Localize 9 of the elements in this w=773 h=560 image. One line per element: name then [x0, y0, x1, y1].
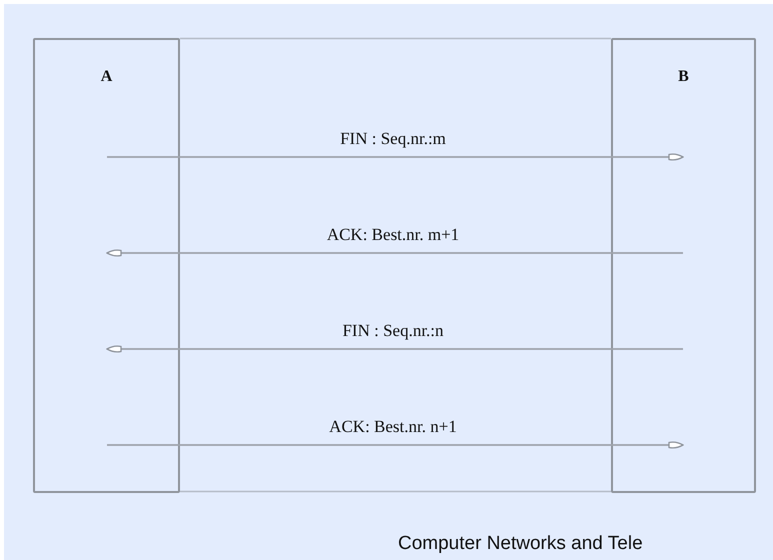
participant-label: A	[100, 68, 114, 86]
edge-label: FIN : Seq.nr.:n	[342, 321, 444, 341]
edge-label: ACK: Best.nr. n+1	[329, 417, 457, 437]
edge-label: ACK: Best.nr. m+1	[326, 225, 460, 245]
participant-label: B	[677, 68, 690, 86]
edge-label: FIN : Seq.nr.:m	[340, 129, 446, 149]
participant-box	[611, 38, 756, 493]
caption: Computer Networks and Tele	[398, 533, 643, 555]
participant-box	[33, 38, 180, 493]
